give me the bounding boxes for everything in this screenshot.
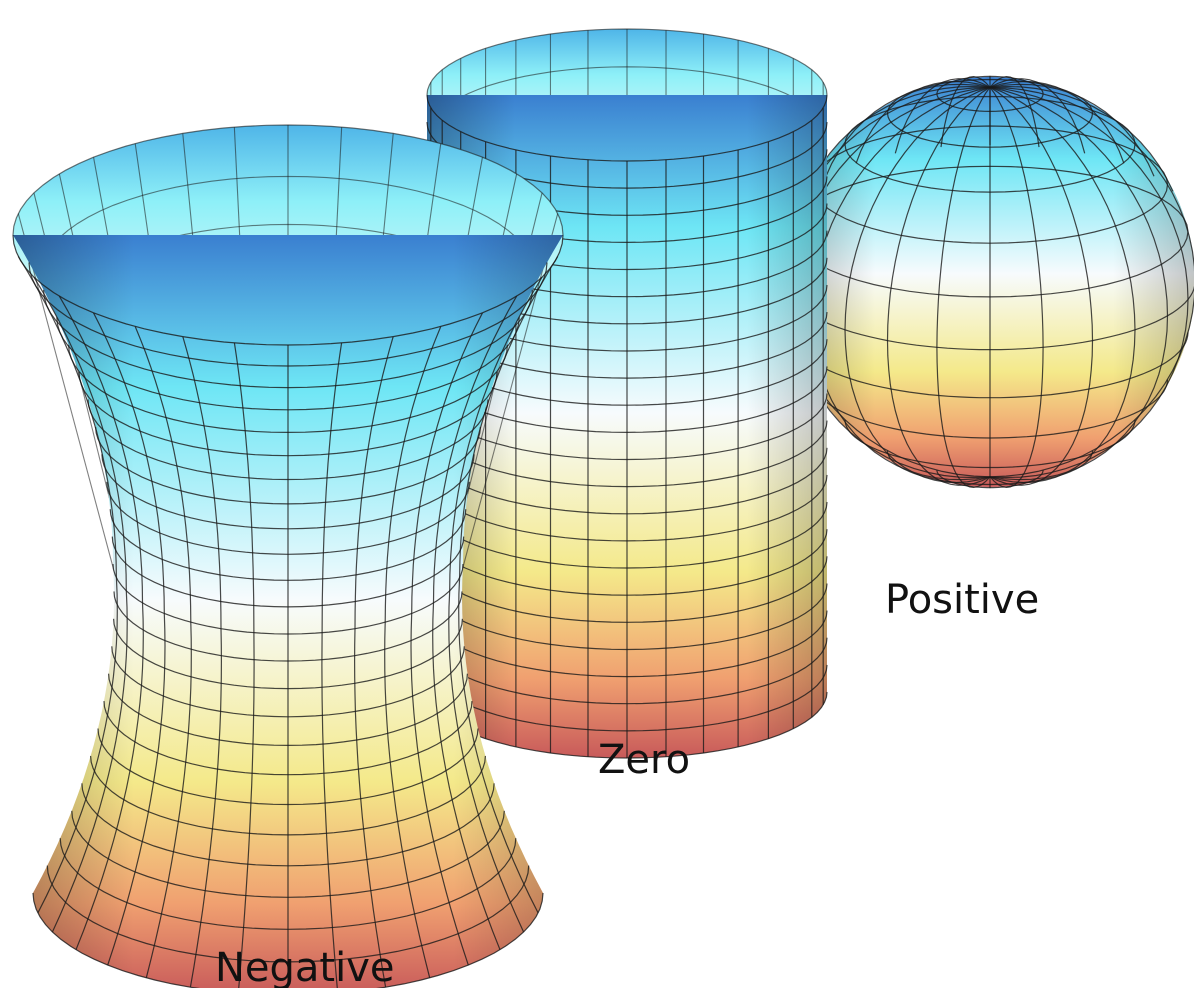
top-rim: [12, 124, 564, 236]
grid-ring: [32, 892, 544, 988]
top-rim: [426, 28, 828, 96]
grid-meridian: [58, 295, 144, 950]
meridian-line: [989, 86, 1169, 481]
meridian-line: [825, 83, 991, 177]
meridian-line: [886, 86, 991, 486]
meridian-line: [989, 85, 1174, 192]
zero-label: Zero: [598, 737, 691, 783]
grid-meridian: [33, 276, 128, 933]
grid-meridian: [182, 336, 223, 988]
meridian-line: [989, 86, 1136, 484]
grid-meridian: [353, 336, 394, 988]
grid-meridian: [458, 256, 559, 914]
meridian-line: [894, 78, 991, 154]
negative-label: Negative: [215, 945, 395, 988]
meridian-line: [844, 86, 991, 484]
meridian-line: [989, 86, 1189, 479]
grid-meridian: [432, 295, 518, 950]
positive-curvature-sphere: [784, 75, 1194, 489]
meridian-line: [936, 86, 991, 489]
inner-grid-meridian: [458, 213, 559, 584]
grid-meridian: [448, 276, 543, 933]
grid-meridian: [92, 312, 166, 966]
grid-meridian: [233, 342, 255, 988]
meridian-line: [989, 83, 1155, 177]
meridian-line: [989, 86, 1094, 486]
negative-curvature-hyperboloid: [12, 124, 564, 988]
grid-meridian: [384, 326, 442, 978]
meridian-line: [989, 78, 1086, 154]
grid-meridian: [321, 342, 343, 988]
meridian-line: [989, 86, 1194, 478]
inner-grid-meridian: [17, 213, 118, 584]
meridian-line: [940, 75, 991, 148]
grid-meridian: [17, 256, 118, 914]
grid-meridian: [410, 312, 484, 966]
grid-meridian: [134, 326, 192, 978]
positive-label: Positive: [885, 577, 1040, 623]
meridian-line: [989, 86, 1044, 489]
